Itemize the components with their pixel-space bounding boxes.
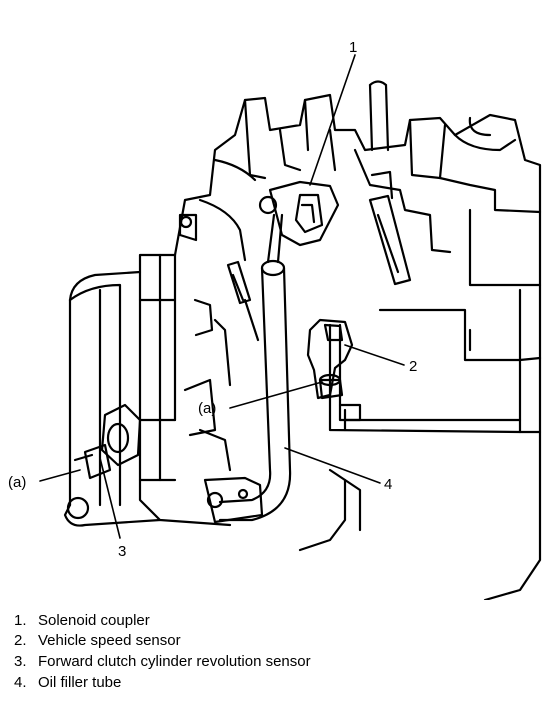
leader-4 — [284, 447, 381, 484]
legend-item-2: 2. Vehicle speed sensor — [14, 632, 181, 650]
leader-lines — [39, 54, 405, 539]
vehicle-speed-sensor — [306, 318, 362, 422]
legend-text: Solenoid coupler — [38, 612, 150, 629]
legend-number: 1. — [14, 612, 27, 629]
legend-item-1: 1. Solenoid coupler — [14, 612, 150, 630]
legend-text: Forward clutch cylinder revolution senso… — [38, 653, 311, 670]
leader-1 — [309, 54, 356, 186]
leader-a-center — [229, 381, 323, 409]
bell-housing — [63, 253, 232, 527]
legend-number: 4. — [14, 674, 27, 691]
revolution-sensor — [73, 403, 142, 480]
legend-text: Oil filler tube — [38, 674, 122, 691]
leader-3 — [99, 457, 121, 539]
transmission-diagram: 1 2 4 (a) (a) 3 — [8, 39, 542, 600]
tube-bracket — [368, 170, 412, 286]
legend-item-3: 3. Forward clutch cylinder revolution sen… — [14, 653, 311, 671]
callout-4: 4 — [384, 476, 392, 493]
legend-text: Vehicle speed sensor — [38, 632, 181, 649]
callout-3: 3 — [118, 543, 126, 560]
oil-filler-tube — [203, 213, 292, 524]
solenoid-coupler — [258, 180, 340, 247]
callout-a-left: (a) — [8, 474, 26, 491]
legend-item-4: 4. Oil filler tube — [14, 674, 121, 692]
legend-number: 2. — [14, 632, 27, 649]
callout-a-center: (a) — [198, 400, 216, 417]
callout-2: 2 — [409, 358, 417, 375]
transmission-case — [68, 80, 542, 600]
dipstick-handle — [226, 260, 260, 342]
leader-2 — [344, 344, 405, 366]
transmission-pan — [298, 288, 542, 552]
legend-number: 3. — [14, 653, 27, 670]
leader-a-left — [39, 469, 81, 482]
callout-1: 1 — [349, 39, 357, 56]
